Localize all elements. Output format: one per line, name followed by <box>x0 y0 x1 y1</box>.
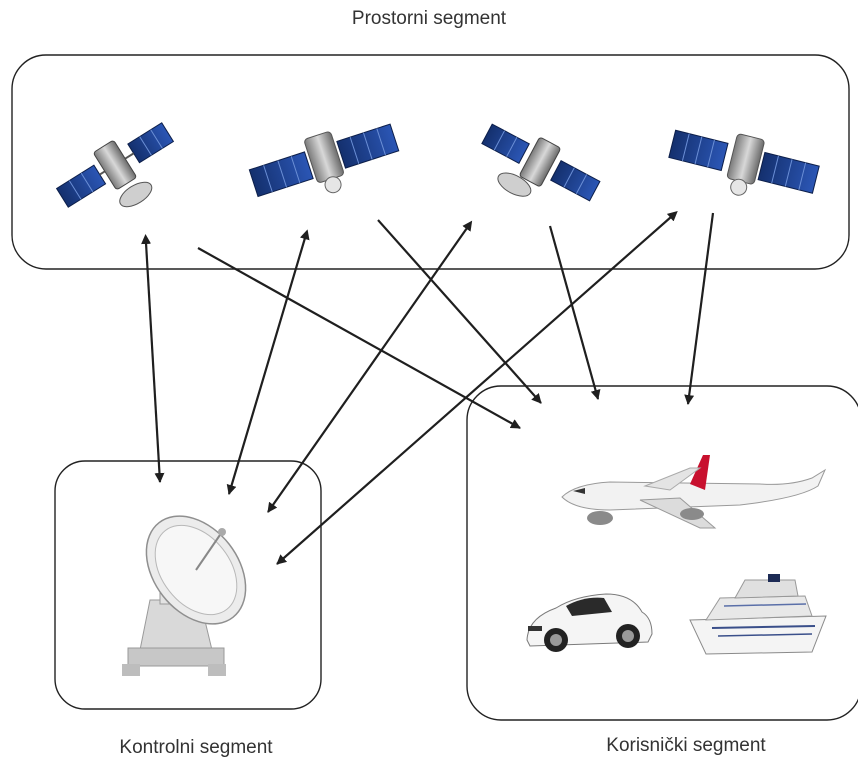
arrow <box>197 247 521 429</box>
arrow <box>377 219 542 404</box>
user-segment-label: Korisnički segment <box>606 735 766 756</box>
satellite-icon <box>248 123 400 198</box>
signal-arrows <box>141 211 715 565</box>
arrow <box>684 212 715 405</box>
cruise-ship-icon <box>689 574 827 655</box>
arrow <box>141 234 165 483</box>
arrow <box>267 220 473 513</box>
control-segment-label: Kontrolni segment <box>119 737 273 758</box>
control-segment-box <box>54 460 322 710</box>
arrow <box>548 225 601 400</box>
arrow <box>226 229 310 495</box>
satellite-icon <box>55 122 175 208</box>
user-segment-box <box>466 385 858 721</box>
car-icon <box>526 593 653 652</box>
arrow <box>276 211 678 565</box>
satellite-icon <box>668 129 820 196</box>
satellite-dish-icon <box>122 515 247 676</box>
airplane-icon <box>561 455 827 529</box>
satellite-icon <box>481 123 601 202</box>
space-segment-label: Prostorni segment <box>352 8 507 29</box>
